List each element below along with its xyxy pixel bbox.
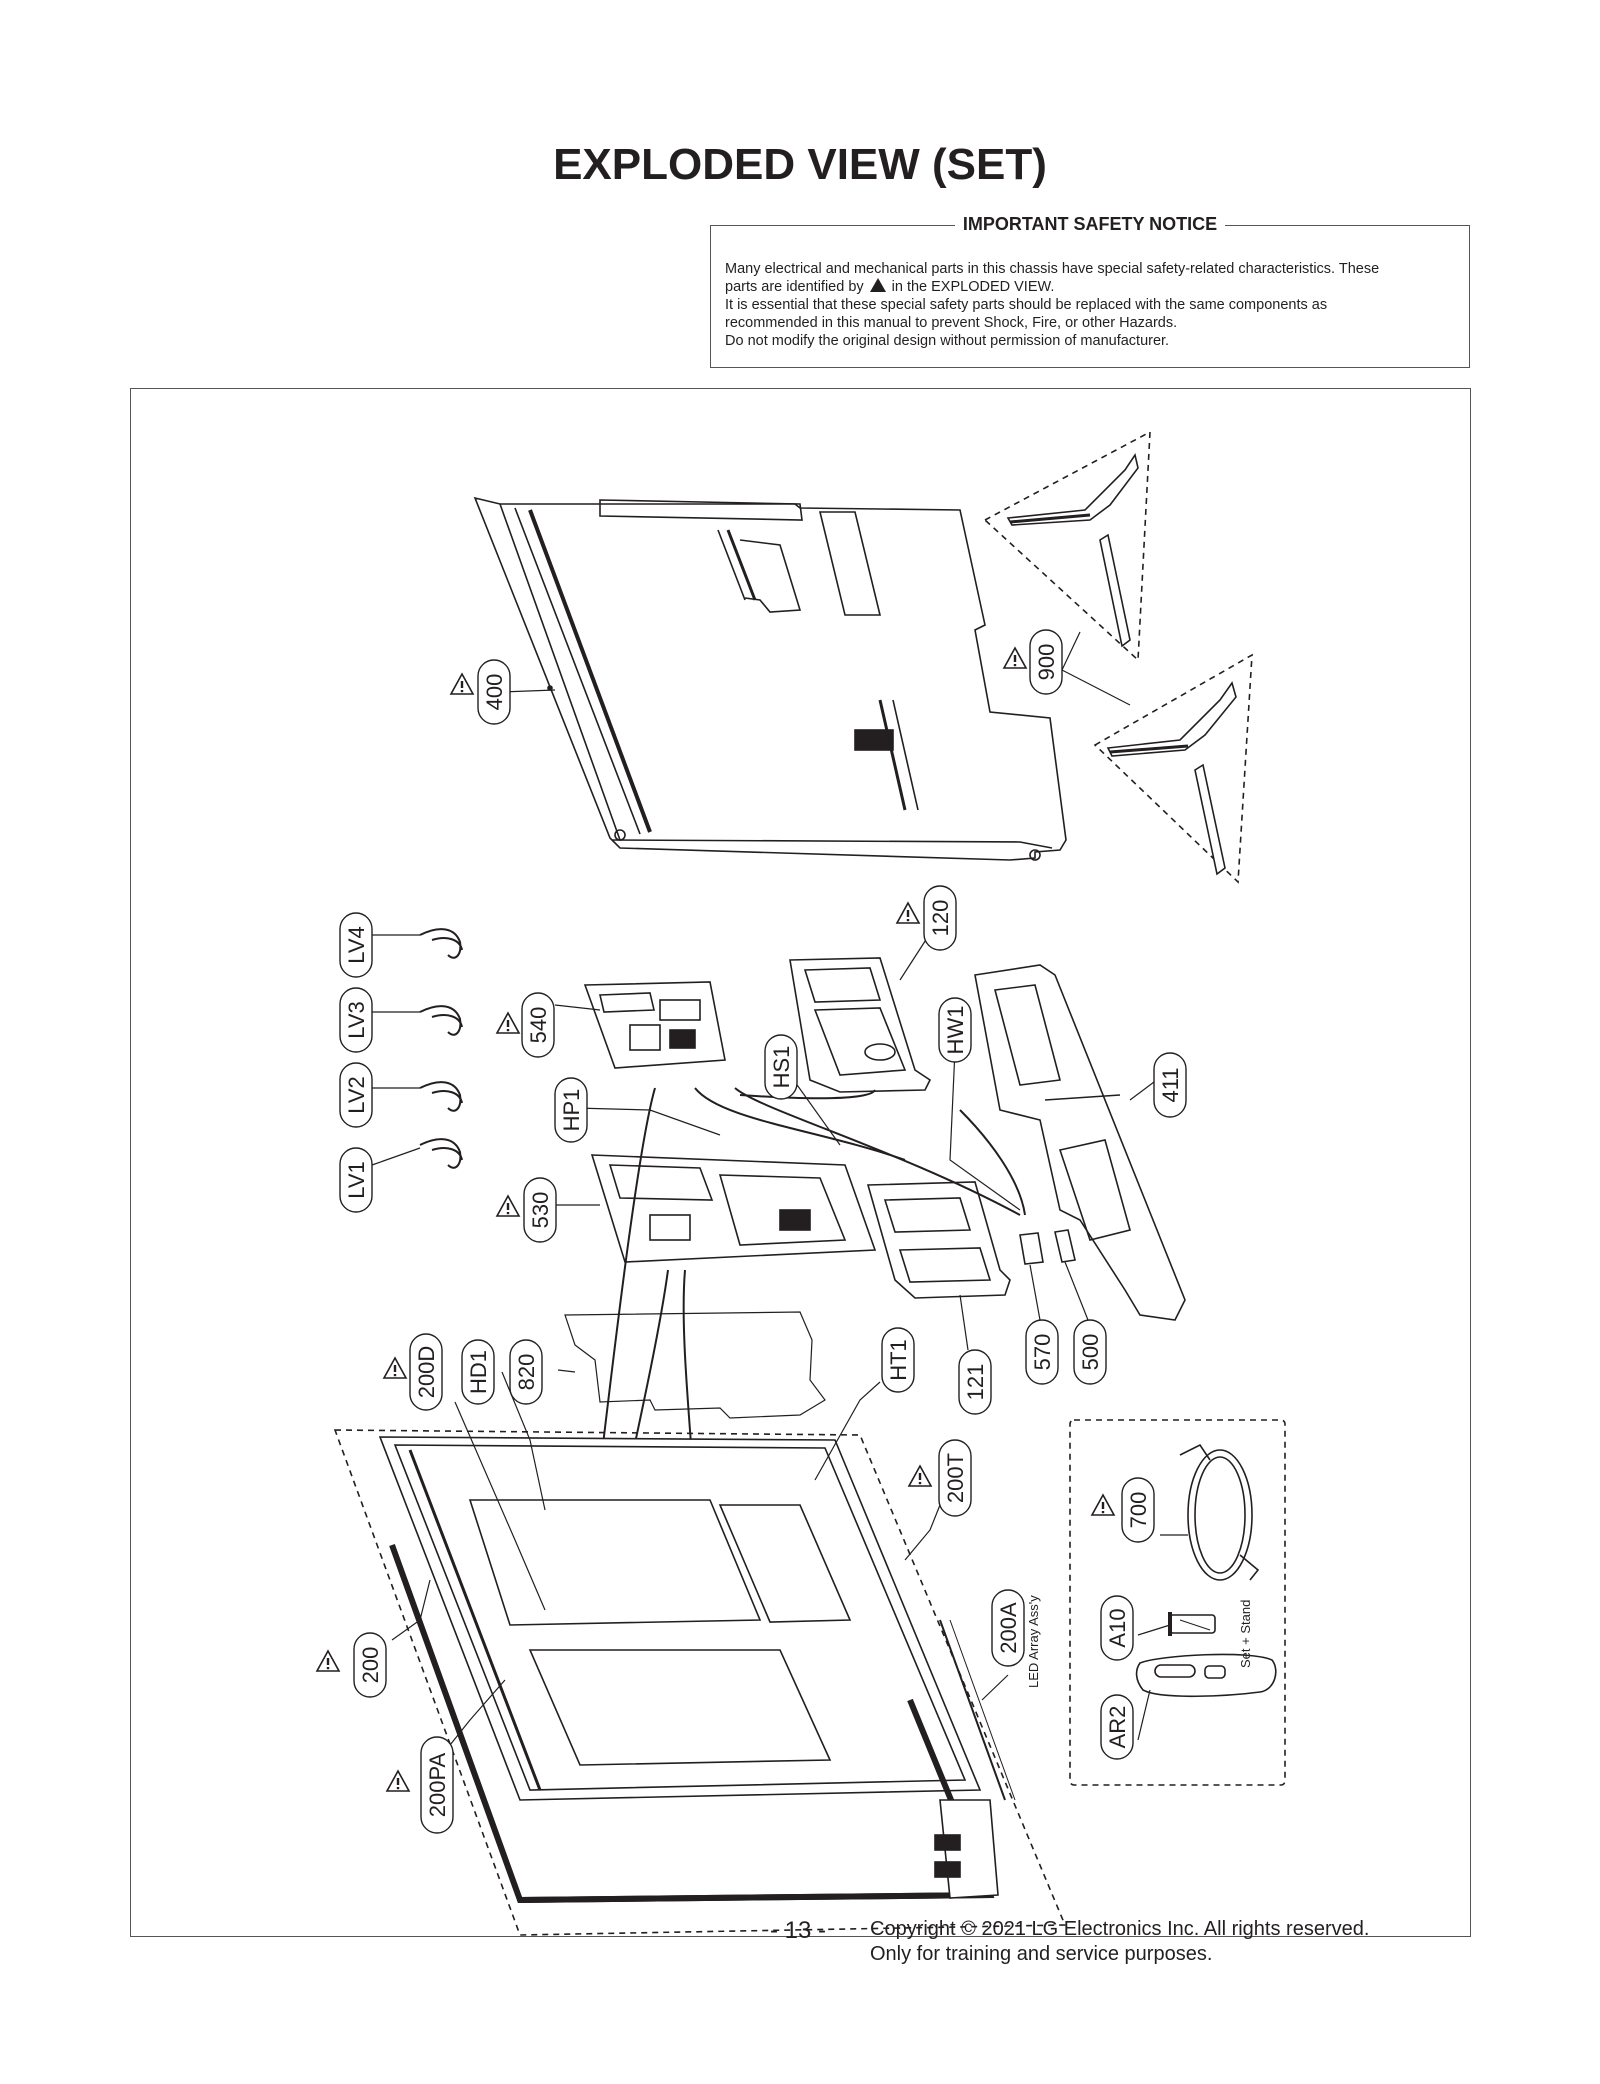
power-board-drawing <box>590 1154 877 1263</box>
panel-assembly-drawing <box>333 1429 1067 1936</box>
part-label-a10: A10 <box>1100 1595 1134 1661</box>
part-label-200pa: 200PA <box>420 1736 454 1834</box>
part-label-540: 540 <box>521 992 555 1058</box>
svg-text:LV3: LV3 <box>344 1001 369 1039</box>
diagram-frame <box>130 388 1471 1937</box>
svg-text:HW1: HW1 <box>943 1006 968 1055</box>
footer-copyright: Copyright © 2021 LG Electronics Inc. All… <box>870 1917 1369 1967</box>
part-label-411: 411 <box>1153 1052 1187 1118</box>
svg-text:LV2: LV2 <box>344 1076 369 1114</box>
part-label-lv2: LV2 <box>339 1062 373 1128</box>
svg-text:540: 540 <box>526 1007 551 1044</box>
warning-triangle-icon <box>383 1357 407 1379</box>
warning-triangle-icon <box>908 1465 932 1487</box>
safety-notice-line-3: It is essential that these special safet… <box>725 297 1328 313</box>
part-label-570: 570 <box>1025 1319 1059 1385</box>
part-label-200d: 200D <box>409 1333 443 1411</box>
part-label-ht1: HT1 <box>881 1327 915 1393</box>
part-label-hp1: HP1 <box>554 1077 588 1143</box>
insulator-820-drawing <box>564 1311 826 1419</box>
svg-text:AR2: AR2 <box>1105 1706 1130 1749</box>
svg-text:A10: A10 <box>1105 1608 1130 1647</box>
part-label-700: 700 <box>1121 1477 1155 1543</box>
svg-text:820: 820 <box>514 1354 539 1391</box>
svg-text:700: 700 <box>1126 1492 1151 1529</box>
warning-triangle-icon <box>450 673 474 695</box>
svg-text:LV1: LV1 <box>344 1161 369 1199</box>
svg-text:200D: 200D <box>414 1346 439 1399</box>
svg-text:HT1: HT1 <box>886 1339 911 1381</box>
svg-text:900: 900 <box>1034 644 1059 681</box>
safety-notice-line-1: Many electrical and mechanical parts in … <box>725 261 1380 277</box>
lv-cables-drawing <box>419 928 463 1169</box>
set-stand-note: Set + Stand <box>1238 1600 1253 1668</box>
safety-notice-line-5: Do not modify the original design withou… <box>725 333 1170 349</box>
svg-text:HD1: HD1 <box>466 1350 491 1394</box>
svg-text:121: 121 <box>963 1364 988 1401</box>
page-number: - 13 - <box>770 1917 827 1944</box>
part-label-120: 120 <box>923 885 957 951</box>
svg-text:570: 570 <box>1030 1334 1055 1371</box>
warning-triangle-icon <box>869 278 886 292</box>
part-label-530: 530 <box>523 1177 557 1243</box>
svg-text:200A: 200A <box>996 1602 1021 1654</box>
warning-triangle-icon <box>316 1650 340 1672</box>
warning-triangle-icon <box>1091 1494 1115 1516</box>
part-label-hs1: HS1 <box>764 1034 798 1100</box>
back-cover-drawing <box>473 496 1067 861</box>
part-label-121: 121 <box>958 1349 992 1415</box>
warning-triangle-icon <box>496 1195 520 1217</box>
safety-notice-heading: IMPORTANT SAFETY NOTICE <box>954 214 1226 234</box>
svg-text:HP1: HP1 <box>559 1089 584 1132</box>
safety-notice-line-2a: parts are identified by <box>725 279 864 295</box>
safety-notice-line-2b: in the EXPLODED VIEW. <box>891 279 1055 295</box>
warning-triangle-icon <box>496 1012 520 1034</box>
part-label-lv1: LV1 <box>339 1147 373 1213</box>
svg-text:120: 120 <box>928 900 953 937</box>
svg-text:530: 530 <box>528 1192 553 1229</box>
part-label-hw1: HW1 <box>938 997 972 1063</box>
svg-text:200PA: 200PA <box>425 1752 450 1817</box>
part-label-400: 400 <box>477 659 511 725</box>
small-parts-drawing <box>1019 1229 1076 1265</box>
part-label-200: 200 <box>353 1632 387 1698</box>
part-label-ar2: AR2 <box>1100 1694 1134 1760</box>
part-label-hd1: HD1 <box>461 1339 495 1405</box>
warning-triangle-icon <box>386 1770 410 1792</box>
part-label-200t: 200T <box>938 1439 972 1517</box>
svg-text:HS1: HS1 <box>769 1046 794 1089</box>
part-label-820: 820 <box>509 1339 543 1405</box>
safety-notice-line-4: recommended in this manual to prevent Sh… <box>725 315 1178 331</box>
part-label-200a: 200A <box>991 1589 1025 1667</box>
safety-notice-box: IMPORTANT SAFETY NOTICE Many electrical … <box>710 214 1470 368</box>
svg-text:500: 500 <box>1078 1334 1103 1371</box>
part-label-lv3: LV3 <box>339 987 373 1053</box>
bracket-411-drawing <box>974 964 1186 1321</box>
svg-text:200: 200 <box>358 1647 383 1684</box>
page-title: EXPLODED VIEW (SET) <box>553 140 1047 189</box>
bracket-120-drawing <box>789 957 932 1093</box>
part-labels: 400 900 120 LV4 LV3 LV2 LV1 540 HP1 HS1 … <box>339 629 1187 1834</box>
warning-triangle-icon <box>896 902 920 924</box>
part-label-lv4: LV4 <box>339 912 373 978</box>
training-line: Only for training and service purposes. <box>870 1943 1213 1965</box>
part-label-500: 500 <box>1073 1319 1107 1385</box>
stand-drawing <box>983 430 1253 884</box>
led-array-note: LED Array Ass'y <box>1026 1595 1041 1688</box>
copyright-line: Copyright © 2021 LG Electronics Inc. All… <box>870 1918 1370 1940</box>
svg-text:200T: 200T <box>943 1453 968 1503</box>
svg-text:LV4: LV4 <box>344 926 369 964</box>
accessories-box-drawing <box>1069 1419 1286 1786</box>
part-label-900: 900 <box>1029 629 1063 695</box>
svg-text:411: 411 <box>1158 1067 1183 1102</box>
bracket-121-drawing <box>866 1181 1011 1299</box>
svg-text:400: 400 <box>482 674 507 711</box>
main-board-drawing <box>583 981 726 1069</box>
safety-notice-body: Many electrical and mechanical parts in … <box>725 260 1455 350</box>
warning-triangle-icon <box>1003 647 1027 669</box>
